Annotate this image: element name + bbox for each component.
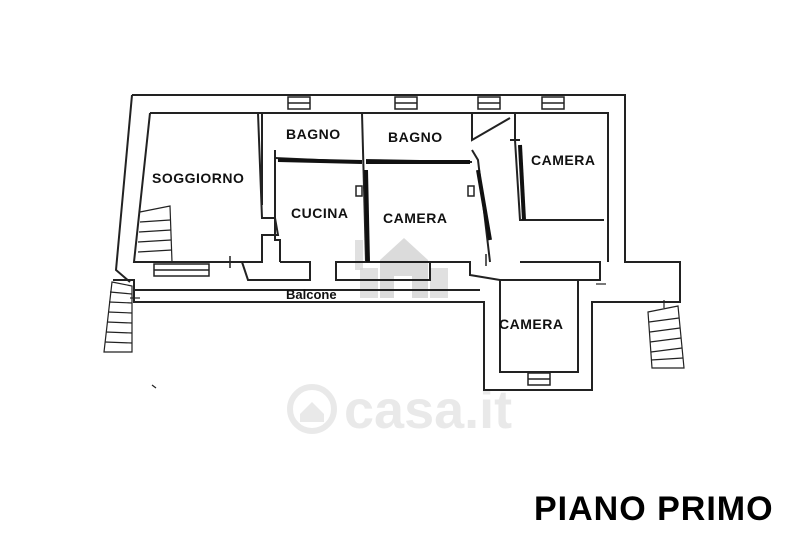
camera-center-right [471,149,491,263]
room-label-bagno-left: BAGNO [286,126,341,142]
corridor-wall-2 [520,261,601,281]
thick-wall-4 [476,169,492,241]
watermark: casa.it [287,238,512,440]
bagno-left-right [361,112,367,263]
balcony-label: Balcone [286,287,337,302]
left-inner-wall [132,112,242,263]
door-marker-2 [467,185,475,197]
camera-right-wall [514,113,604,221]
soggiorno-right-wall [242,112,280,263]
inner-wall-top [150,112,609,262]
left-outer-wall [114,94,133,283]
thick-wall-3 [364,169,370,263]
room-labels: SOGGIORNO BAGNO BAGNO CUCINA CAMERA CAME… [152,126,595,332]
corridor-wall [430,261,501,281]
right-stairs [151,283,685,389]
watermark-logo: casa.it [287,380,512,440]
room-label-cucina: CUCINA [291,205,348,221]
cucina-left [274,150,281,262]
left-stairs [103,281,140,353]
bagno-right-wall [471,113,511,142]
door-marker-1 [355,185,363,197]
camera-center-bottom [335,261,431,281]
doors [229,185,487,268]
floor-title: PIANO PRIMO [534,490,774,528]
thick-wall-5 [518,144,526,221]
room-label-soggiorno: SOGGIORNO [152,170,244,186]
camera-bottom-wall [499,279,579,373]
room-label-camera-bottom: CAMERA [499,316,563,332]
windows [153,96,565,386]
room-label-camera-center: CAMERA [383,210,447,226]
interior-stairs [137,205,173,263]
cucina-bottom [241,261,311,281]
thick-wall-1 [277,158,363,164]
thick-walls [277,144,526,263]
room-label-bagno-right: BAGNO [388,129,443,145]
room-label-camera-right: CAMERA [531,152,595,168]
